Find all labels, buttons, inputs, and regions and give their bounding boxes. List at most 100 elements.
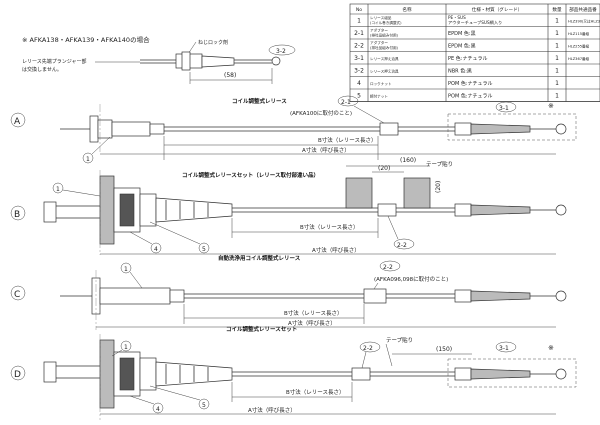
detail-tip-text-1: レリース先端プランジャー部	[22, 58, 87, 65]
detail-dim-58: (58)	[224, 72, 236, 79]
dim-a: A寸法（呼び長さ）	[312, 246, 360, 254]
dim-a: A寸法（呼び長さ）	[302, 146, 350, 154]
table-cell-qty: 1	[555, 80, 559, 87]
dim-a: A寸法（呼び長さ）	[288, 319, 336, 327]
detail-box	[447, 358, 577, 388]
star-mark: ※	[548, 344, 554, 352]
balloon-label: 1	[86, 156, 90, 163]
dim-b: B寸法（レリース長さ）	[284, 309, 343, 317]
view-letter: C	[14, 290, 20, 300]
taper-tube	[201, 55, 235, 68]
table-cell-qty: 1	[555, 68, 559, 75]
table-cell-qty: 1	[555, 93, 559, 100]
table-header: 名称	[402, 6, 412, 13]
balloon-label: 5	[202, 246, 206, 253]
table-header: 仕様・材質（グレード）	[472, 6, 523, 13]
cap	[43, 201, 57, 223]
callout-bubble	[268, 44, 296, 56]
view-letter-circle	[10, 205, 26, 221]
tip-tube	[470, 368, 531, 380]
table-cell-qty: 1	[555, 55, 559, 62]
balloon	[82, 152, 94, 164]
view-a: A コイル調整式レリース 2-1 (AFKA100に取付のこと) 3-1 ※ 1	[10, 95, 577, 164]
leader	[149, 221, 201, 245]
balloon-label: 4	[154, 246, 158, 253]
callout-bubble	[359, 341, 381, 353]
callout-2-1: 2-1	[341, 99, 351, 106]
callout-2-2: 2-2	[363, 345, 373, 352]
view-d: D コイル調整式レリースセット 2-2 テープ貼り (150) 3-1 ※	[10, 325, 577, 420]
leader	[129, 271, 143, 289]
table-cell-name: 締付ナット	[370, 94, 388, 99]
view-note: (AFKA096,098に取付のこと)	[374, 275, 448, 283]
table-cell-code: HLZ115番級	[568, 31, 590, 36]
tip-fitting	[454, 367, 472, 381]
table-cell-qty: 1	[555, 30, 559, 37]
nut	[181, 51, 191, 71]
adapter	[377, 203, 397, 217]
table-cell-name: レリース押え治具	[370, 56, 399, 61]
table-cell-no: 3-1	[354, 55, 364, 62]
table-header: 部品共通品番	[569, 6, 597, 13]
dim-b: B寸法（レリース長さ）	[300, 223, 359, 231]
table-cell-name: レリース押え治具	[370, 69, 399, 74]
collar	[169, 289, 185, 303]
nut-5	[139, 193, 157, 227]
view-letter: D	[14, 370, 21, 380]
balloon	[150, 242, 162, 254]
knob	[555, 123, 567, 135]
flange-plate	[99, 339, 115, 409]
adapter	[379, 122, 399, 136]
table-cell-spec: アウターチューブSUS網入り	[448, 19, 502, 26]
table-cell-spec: EPDM 色:黒	[448, 43, 476, 50]
leader	[62, 189, 101, 197]
detail-title: ※ AFKA138・AFKA139・AFKA140の場合	[22, 35, 150, 44]
table-cell-spec: NBR 色:黒	[448, 68, 472, 75]
table-cell-code: HLZ367番級	[568, 56, 590, 61]
detail-nut-label: ねじロック剤	[198, 39, 228, 46]
table-cell-no: 5	[357, 93, 361, 100]
nut-core	[119, 357, 135, 391]
table-cell-spec: POM 色:ナチュラル	[448, 80, 493, 87]
balloon	[198, 398, 210, 410]
leader	[361, 351, 367, 369]
callout-2-2: 2-2	[397, 242, 407, 249]
detail-note: ※ AFKA138・AFKA139・AFKA140の場合 レリース先端プランジャ…	[22, 35, 296, 84]
leader	[373, 282, 379, 290]
tip-fitting	[454, 289, 472, 303]
table-cell-code: HLZ390(又はHLZ391番級)	[568, 19, 600, 24]
balloon-label: 1	[124, 266, 128, 273]
tip-tube	[470, 204, 531, 216]
table-header: No	[356, 7, 362, 13]
dim-150: (150)	[436, 346, 452, 353]
view-note: (AFKA100に取付のこと)	[290, 109, 352, 117]
view-letter-circle	[10, 285, 26, 301]
table-cell-spec: PE・SUS	[448, 15, 466, 20]
table-cell-no: 4	[357, 80, 361, 87]
table-cell-code: HLZ255番級	[568, 44, 590, 49]
tape-block	[403, 177, 431, 209]
table-cell-spec: PE 色:ナチュラル	[448, 55, 487, 62]
table-cell-name: レリース組品	[370, 15, 392, 20]
table-cell-no: 2-2	[354, 43, 364, 50]
leader	[129, 395, 155, 405]
callout-bubble	[337, 95, 359, 107]
callout-bubble	[495, 101, 517, 113]
body	[99, 287, 171, 305]
view-b: B コイル調整式レリースセット（レリース取付部違い品） (160) (20) (…	[10, 157, 567, 255]
leader	[387, 215, 399, 240]
table-header: 数量	[552, 6, 562, 13]
balloon	[152, 402, 164, 414]
tape-label: テープ貼り	[386, 336, 413, 344]
callout-2-2: 2-2	[383, 264, 393, 271]
detail-ref-32: 3-2	[276, 48, 286, 55]
view-letter: A	[14, 117, 21, 127]
balloon-label: 5	[202, 402, 206, 409]
star-mark: ※	[548, 102, 554, 110]
callout-bubble	[379, 260, 401, 272]
tip-fitting	[454, 203, 472, 217]
table-cell-spec: POM 色:ナチュラル	[448, 93, 493, 100]
leader	[149, 385, 201, 401]
knob	[555, 368, 567, 380]
